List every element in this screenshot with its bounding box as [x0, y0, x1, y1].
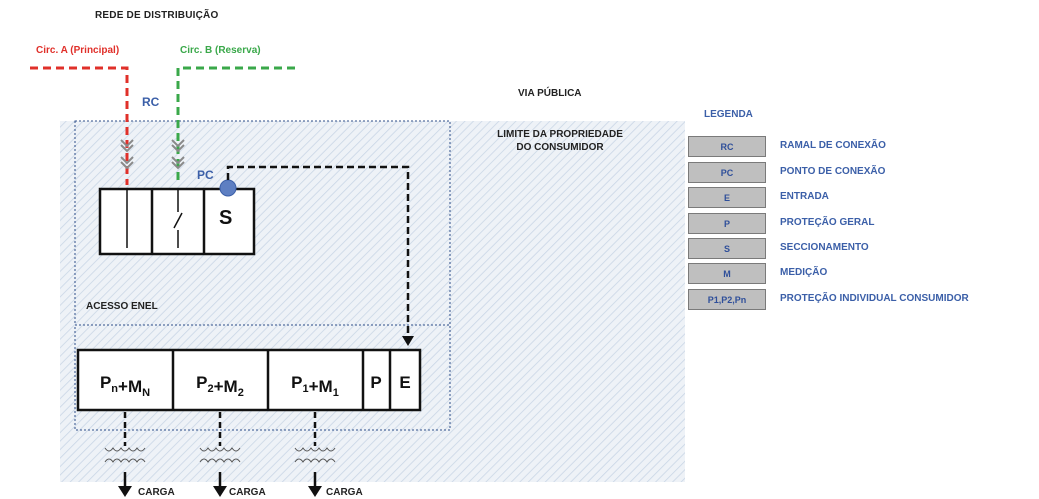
- legend-code-4: P: [688, 213, 766, 234]
- pc-connection-point: [219, 179, 237, 197]
- connector-symbols: [120, 139, 185, 170]
- legend-code-6: M: [688, 263, 766, 284]
- legend-code-3: E: [688, 187, 766, 208]
- lower-box-label-2: P2+M2: [196, 373, 244, 399]
- legend-code-5: S: [688, 238, 766, 259]
- lower-box-label-4: P: [370, 373, 381, 392]
- diagram-title: REDE DE DISTRIBUIÇÃO: [95, 10, 219, 21]
- feeder-line: [226, 165, 410, 338]
- legend-title: LEGENDA: [704, 109, 753, 120]
- legend-code-1: RC: [688, 136, 766, 157]
- transformer-coil-icon: [199, 447, 241, 463]
- legend-desc-6: MEDIÇÃO: [780, 267, 828, 278]
- legend-desc-7: PROTEÇÃO INDIVIDUAL CONSUMIDOR: [780, 293, 969, 304]
- carga-label-2: CARGA: [229, 487, 266, 498]
- legend-desc-2: PONTO DE CONEXÃO: [780, 166, 886, 177]
- lower-box-label-5: E: [399, 373, 410, 392]
- load-arrow-icon: [118, 486, 132, 497]
- circuit-b-label: Circ. B (Reserva): [180, 45, 261, 56]
- pc-label: PC: [197, 168, 214, 182]
- legend-code-7: P1,P2,Pn: [688, 289, 766, 310]
- limite-label: LIMITE DA PROPRIEDADE DO CONSUMIDOR: [497, 129, 623, 153]
- load-drops: [104, 412, 336, 497]
- property-hatch-area: [60, 121, 685, 482]
- acesso-enel-boundary: [74, 120, 451, 326]
- load-arrow-icon: [308, 486, 322, 497]
- acesso-enel-label: ACESSO ENEL: [86, 301, 158, 312]
- rc-label: RC: [142, 95, 160, 109]
- transformer-coil-icon: [104, 447, 146, 463]
- circuit-a-label: Circ. A (Principal): [36, 45, 120, 56]
- legend-code-2: PC: [688, 162, 766, 183]
- via-publica-label: VIA PÚBLICA: [518, 88, 582, 99]
- feeder-arrow-icon: [402, 336, 414, 346]
- transformer-coil-icon: [294, 447, 336, 463]
- switch-box: [98, 187, 256, 256]
- carga-label-1: CARGA: [138, 487, 175, 498]
- lower-box-label-3: P1+M1: [291, 373, 339, 399]
- legend-desc-1: RAMAL DE CONEXÃO: [780, 140, 886, 151]
- legend-desc-3: ENTRADA: [780, 191, 829, 202]
- s-box-label: S: [219, 207, 233, 229]
- lower-box-label-1: Pn+MN: [100, 373, 150, 399]
- legend-desc-4: PROTEÇÃO GERAL: [780, 217, 875, 228]
- legend-desc-5: SECCIONAMENTO: [780, 242, 869, 253]
- meter-boxes: [76, 348, 422, 412]
- carga-label-3: CARGA: [326, 487, 363, 498]
- load-arrow-icon: [213, 486, 227, 497]
